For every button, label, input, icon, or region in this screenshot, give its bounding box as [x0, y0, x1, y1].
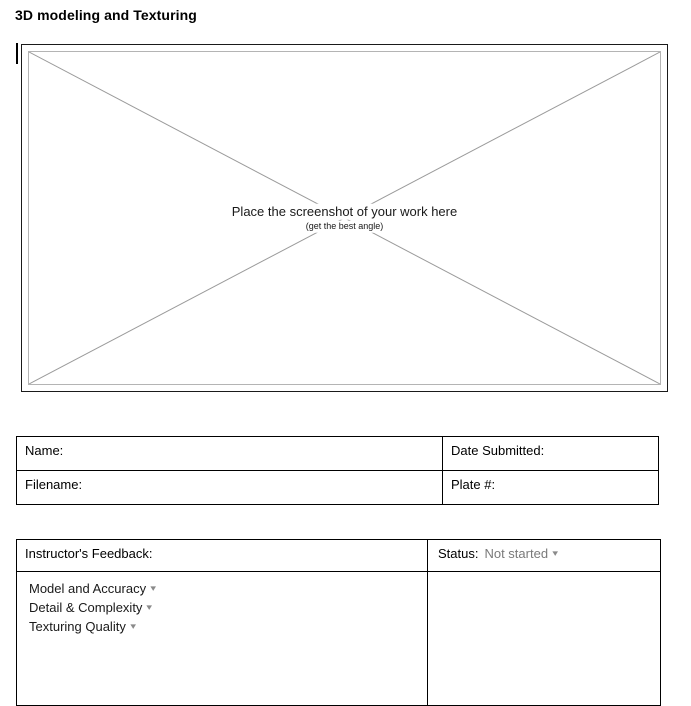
status-cell[interactable]: Status: Not started▾: [427, 539, 661, 572]
criteria-label-model-and-accuracy: Model and Accuracy: [29, 581, 147, 596]
placeholder-sub-text: (get the best angle): [29, 221, 660, 233]
criteria-label-texturing-quality: Texturing Quality: [29, 619, 126, 634]
status-value[interactable]: Not started: [484, 546, 549, 561]
list-item[interactable]: Model and Accuracy▾: [29, 579, 427, 598]
table-row: Name: Date Submitted:: [16, 436, 659, 471]
placeholder-main-text: Place the screenshot of your work here: [29, 203, 660, 220]
page-title: 3D modeling and Texturing: [15, 7, 197, 23]
feedback-criteria-cell[interactable]: Model and Accuracy▾ Detail & Complexity▾…: [16, 571, 428, 706]
status-label: Status:: [438, 546, 479, 561]
submission-info-table: Name: Date Submitted: Filename: Plate #:: [16, 436, 659, 505]
date-submitted-field-cell[interactable]: Date Submitted:: [442, 436, 659, 471]
criteria-chevron-down-icon[interactable]: ▾: [146, 602, 153, 612]
instructor-feedback-header-cell[interactable]: Instructor's Feedback:: [16, 539, 428, 572]
instructor-feedback-table: Instructor's Feedback: Status: Not starte…: [16, 539, 661, 706]
list-item[interactable]: Detail & Complexity▾: [29, 598, 427, 617]
list-item[interactable]: Texturing Quality ▾: [29, 617, 427, 636]
criteria-chevron-down-icon[interactable]: ▾: [130, 621, 136, 631]
screenshot-placeholder-inner: Place the screenshot of your work here (…: [28, 51, 661, 385]
feedback-criteria-list: Model and Accuracy▾ Detail & Complexity▾…: [29, 579, 427, 636]
filename-field-cell[interactable]: Filename:: [16, 470, 443, 505]
table-row: Model and Accuracy▾ Detail & Complexity▾…: [16, 571, 661, 706]
status-chevron-down-icon[interactable]: ▾: [552, 548, 559, 558]
criteria-label-detail-and-complexity: Detail & Complexity: [29, 600, 143, 615]
table-row: Instructor's Feedback: Status: Not starte…: [16, 539, 661, 572]
placeholder-text-block: Place the screenshot of your work here (…: [29, 203, 660, 233]
table-row: Filename: Plate #:: [16, 470, 659, 505]
feedback-notes-cell[interactable]: [427, 571, 661, 706]
name-field-cell[interactable]: Name:: [16, 436, 443, 471]
text-cursor-caret: [16, 43, 18, 64]
screenshot-placeholder-frame[interactable]: Place the screenshot of your work here (…: [21, 44, 668, 392]
plate-number-field-cell[interactable]: Plate #:: [442, 470, 659, 505]
criteria-chevron-down-icon[interactable]: ▾: [150, 583, 157, 593]
